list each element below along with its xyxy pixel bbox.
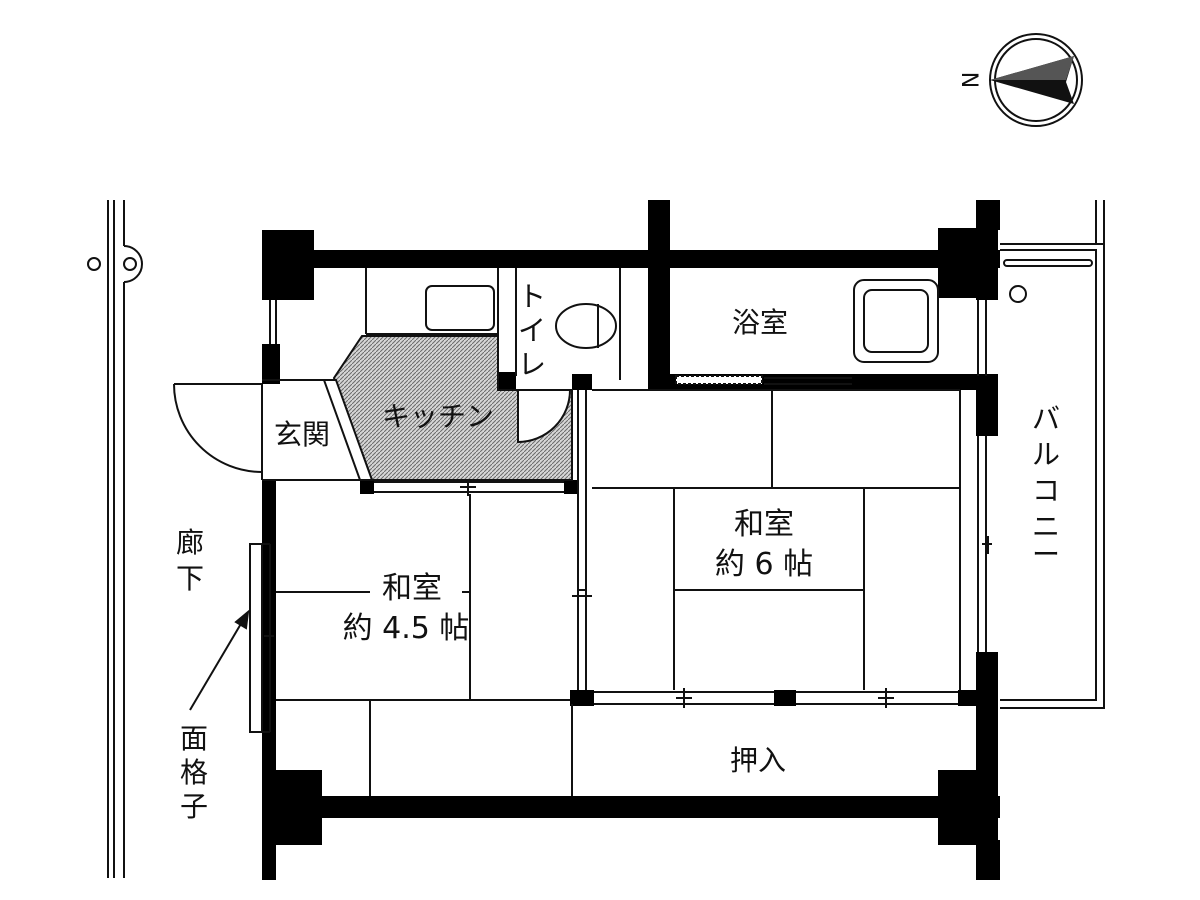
label-lattice-1: 面: [180, 722, 208, 755]
label-corridor-2: 下: [176, 562, 204, 595]
label-lattice-3: 子: [180, 790, 208, 823]
label-washitsu-small-name: 和室: [382, 571, 442, 606]
toilet-fixture: [555, 303, 617, 349]
label-balcony-1: バ: [1032, 402, 1060, 435]
label-balcony-4: ニ: [1032, 510, 1060, 543]
label-bath: 浴室: [732, 306, 788, 339]
corridor-rails: [87, 200, 143, 878]
kitchen-partition: [322, 379, 374, 481]
label-toilet-1: ト: [518, 280, 546, 313]
compass-north-label: N: [956, 72, 981, 88]
label-corridor-1: 廊: [176, 526, 204, 559]
label-balcony-5: ー: [1032, 538, 1060, 571]
lattice-arrow: [189, 609, 250, 711]
balcony: [1000, 200, 1105, 709]
label-lattice-2: 格: [180, 756, 208, 789]
label-balcony-2: ル: [1032, 438, 1060, 471]
label-washitsu-large-size: 約 6 帖: [715, 547, 813, 582]
bathtub: [853, 279, 939, 363]
label-closet: 押入: [730, 744, 786, 777]
label-washitsu-small-size: 約 4.5 帖: [343, 611, 470, 646]
label-toilet-3: レ: [518, 348, 546, 381]
walls: [262, 200, 1000, 880]
compass: N: [956, 33, 1083, 127]
kitchen-sink: [425, 285, 495, 331]
label-kitchen: キッチン: [382, 400, 494, 433]
toilet-door: [517, 389, 572, 444]
label-entrance: 玄関: [274, 418, 330, 451]
label-toilet-2: イ: [518, 314, 546, 347]
label-balcony-3: コ: [1032, 474, 1060, 507]
lattice-window: [249, 543, 274, 733]
label-washitsu-large-name: 和室: [734, 507, 794, 542]
entrance-door: [173, 383, 263, 473]
